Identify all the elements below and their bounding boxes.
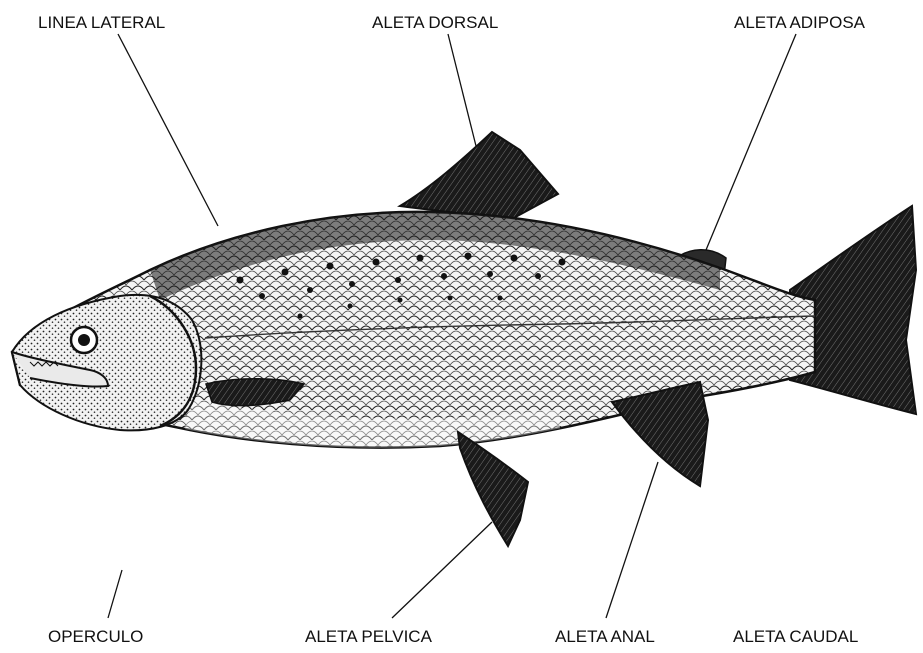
label-aleta-pelvica: ALETA PELVICA <box>305 627 432 647</box>
label-aleta-caudal: ALETA CAUDAL <box>733 627 858 647</box>
label-aleta-dorsal: ALETA DORSAL <box>372 13 498 33</box>
label-operculo: OPERCULO <box>48 627 143 647</box>
leader-aleta-anal <box>606 462 658 618</box>
leader-aleta-pelvica <box>392 522 492 618</box>
label-aleta-anal: ALETA ANAL <box>555 627 655 647</box>
dorsal-fin <box>400 132 558 220</box>
leader-linea-lateral <box>118 34 218 226</box>
leader-aleta-dorsal <box>448 34 476 146</box>
leader-aleta-adiposa <box>706 34 796 250</box>
label-aleta-adiposa: ALETA ADIPOSA <box>734 13 865 33</box>
label-linea-lateral: LINEA LATERAL <box>38 13 165 33</box>
leader-operculo <box>108 570 122 618</box>
pelvic-fin <box>458 432 528 546</box>
